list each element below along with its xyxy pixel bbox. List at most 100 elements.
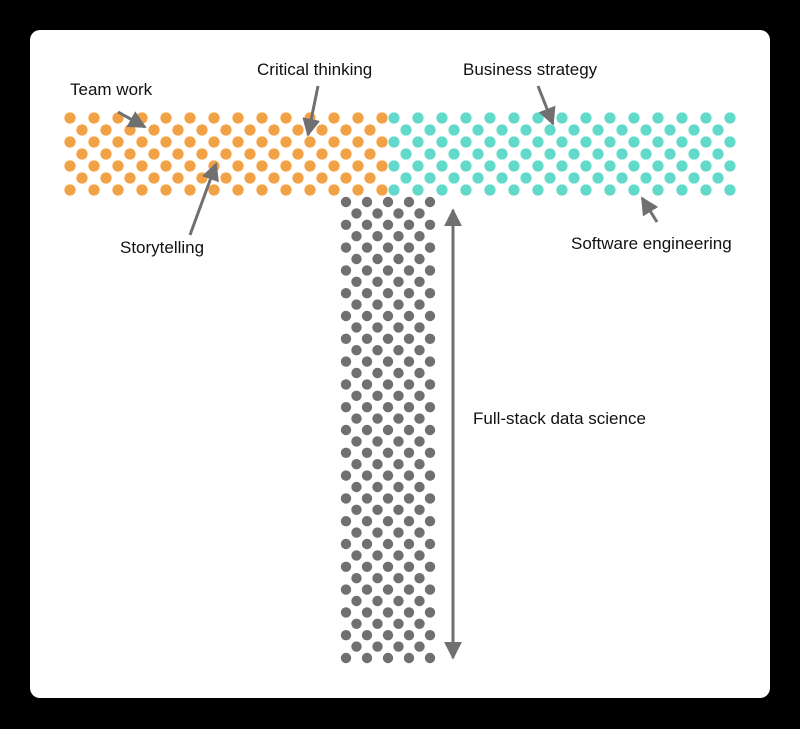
teal-dot — [496, 124, 508, 136]
gray-dot — [414, 481, 425, 493]
orange-dot — [376, 160, 388, 172]
gray-dot — [351, 413, 362, 424]
teal-dot — [520, 172, 532, 184]
teal-dot — [640, 148, 652, 160]
orange-dot — [220, 124, 232, 136]
gray-dot — [372, 595, 383, 607]
teal-dot — [532, 184, 544, 196]
teal-dot — [472, 148, 484, 160]
gray-dot — [382, 379, 394, 390]
gray-dot — [393, 413, 404, 424]
orange-dot — [280, 136, 292, 148]
orange-dot — [112, 136, 124, 148]
teal-dot — [448, 148, 460, 160]
gray-dot — [372, 299, 383, 310]
teal-dot — [568, 172, 580, 184]
teal-dot — [544, 124, 556, 136]
gray-dot — [414, 345, 425, 356]
teal-dot — [412, 184, 424, 196]
teal-dot — [388, 112, 400, 124]
teal-dot — [616, 172, 628, 184]
gray-dot — [414, 390, 425, 401]
gray-dot — [351, 322, 362, 333]
orange-dot — [196, 172, 208, 184]
gray-dot — [393, 618, 404, 629]
orange-dot — [172, 148, 184, 160]
teal-dot — [652, 160, 664, 172]
gray-dot — [372, 367, 383, 379]
teal-dot — [676, 160, 688, 172]
teal-dot — [448, 172, 460, 184]
orange-dot — [340, 124, 352, 136]
orange-dot — [184, 136, 196, 148]
orange-dot — [88, 112, 100, 124]
software-engineering-arrow — [640, 196, 659, 223]
gray-dot — [414, 413, 425, 424]
gray-dot — [351, 641, 362, 652]
critical-thinking-arrow — [302, 85, 321, 137]
orange-dot — [376, 112, 388, 124]
gray-dot — [393, 208, 404, 219]
gray-dot — [340, 652, 352, 664]
gray-dot — [393, 527, 404, 538]
gray-dot — [382, 424, 394, 436]
gray-dot — [403, 219, 415, 230]
gray-dot — [340, 265, 352, 276]
teal-dot — [556, 160, 568, 172]
teal-dot — [568, 124, 580, 136]
orange-dot — [160, 160, 172, 172]
orange-dot — [172, 124, 184, 136]
teal-dot — [472, 172, 484, 184]
orange-dot — [76, 124, 88, 136]
gray-dot — [382, 516, 394, 527]
gray-dot — [351, 459, 362, 470]
gray-dot — [403, 516, 415, 527]
orange-dot — [328, 112, 340, 124]
gray-dot — [403, 584, 415, 595]
gray-dot — [372, 436, 383, 447]
gray-dot — [382, 310, 394, 322]
gray-dot — [351, 276, 362, 287]
gray-dot — [361, 242, 373, 253]
teal-dot — [436, 112, 448, 124]
gray-dot — [361, 424, 373, 436]
orange-dot — [208, 136, 220, 148]
gray-dot — [372, 390, 383, 401]
gray-dot — [361, 379, 373, 390]
gray-dot — [414, 641, 425, 652]
gray-dot — [361, 265, 373, 276]
gray-dot — [403, 242, 415, 253]
gray-dot — [372, 322, 383, 333]
gray-dot — [424, 424, 436, 436]
orange-dot — [64, 160, 76, 172]
gray-dot — [340, 447, 352, 458]
orange-dot — [280, 160, 292, 172]
gray-dot — [372, 527, 383, 538]
gray-dot — [340, 310, 352, 322]
teal-dot — [676, 184, 688, 196]
gray-dot — [361, 447, 373, 458]
teal-dot — [568, 148, 580, 160]
teal-dot — [436, 184, 448, 196]
orange-dot — [184, 184, 196, 196]
gray-dot — [382, 652, 394, 664]
gray-dot — [403, 265, 415, 276]
gray-dot — [351, 481, 362, 493]
gray-dot — [340, 561, 352, 572]
gray-dot — [424, 493, 436, 504]
gray-dot — [351, 550, 362, 561]
gray-dot — [424, 333, 436, 344]
gray-dot — [424, 516, 436, 527]
teal-dot — [556, 136, 568, 148]
teal-dot — [508, 136, 520, 148]
gray-dot — [382, 288, 394, 299]
teal-dot — [484, 160, 496, 172]
orange-dot — [76, 148, 88, 160]
gray-dot — [424, 584, 436, 595]
teal-dot — [556, 112, 568, 124]
gray-dot — [414, 231, 425, 242]
orange-dot — [268, 148, 280, 160]
gray-dot — [403, 288, 415, 299]
orange-dot — [232, 160, 244, 172]
